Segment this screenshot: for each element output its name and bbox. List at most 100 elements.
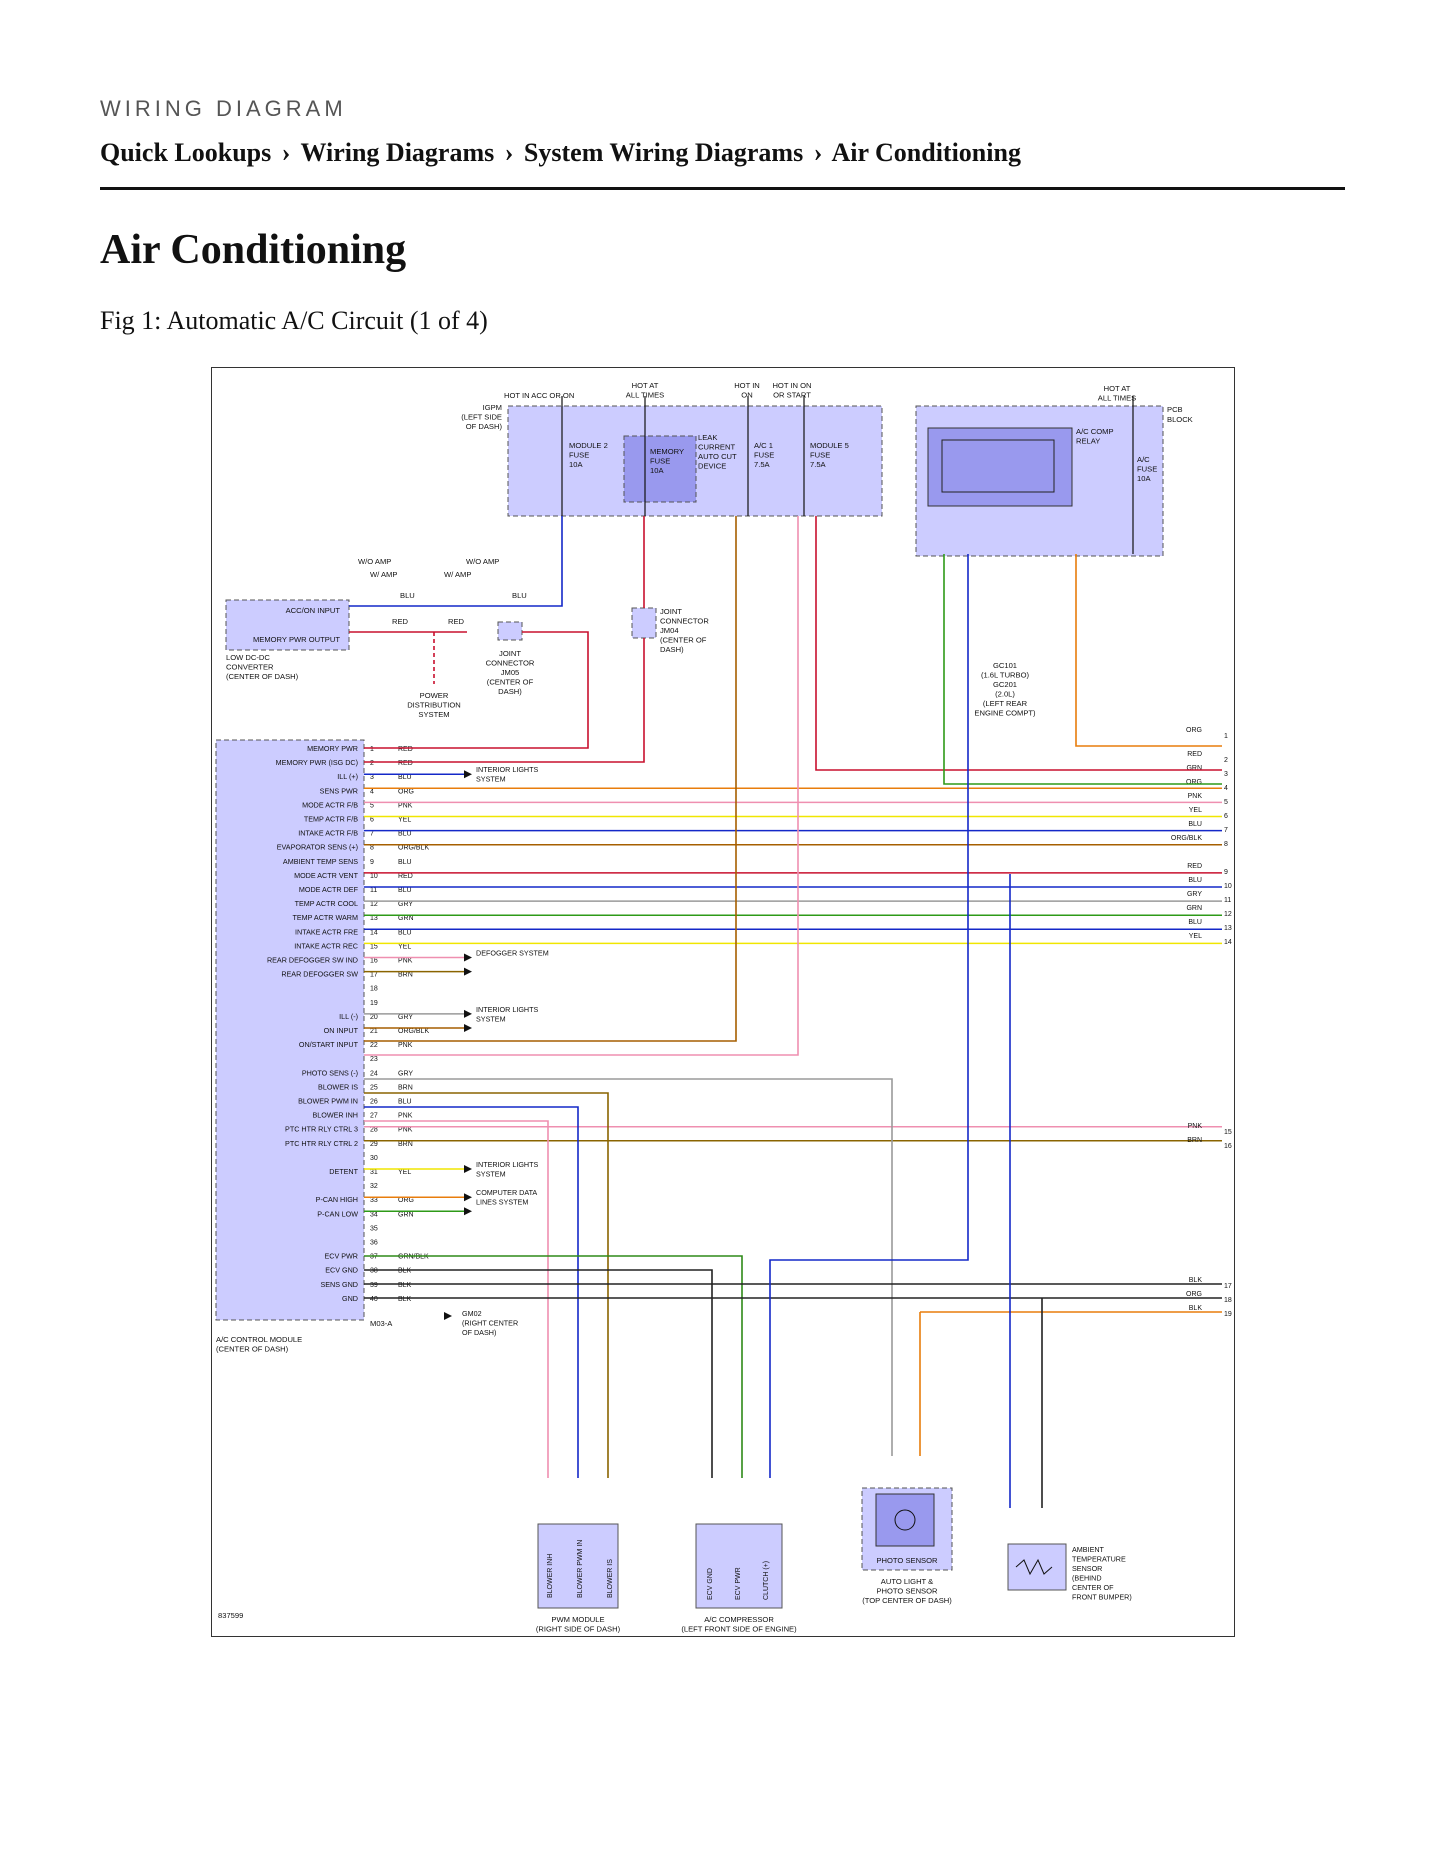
breadcrumb-item-quick-lookups[interactable]: Quick Lookups (100, 138, 272, 167)
wire-label: PNK (398, 802, 413, 809)
wire-label: GRN/BLK (398, 1254, 429, 1261)
wire-label: PNK (398, 1127, 413, 1134)
pwm-pin-label: BLOWER PWM IN (577, 1540, 584, 1598)
pin-label: REAR DEFOGGER SW IND (267, 956, 358, 965)
pin-number: 10 (370, 873, 378, 880)
pin-label: SENS PWR (320, 786, 358, 795)
system-ref-label: SYSTEM (476, 1170, 506, 1179)
joint-connector-jm04 (631, 607, 657, 639)
breadcrumb-item-wiring-diagrams[interactable]: Wiring Diagrams (300, 138, 495, 167)
jm04-label: CONNECTOR (660, 617, 709, 626)
right-ref-color: BLU (1188, 919, 1202, 926)
photo-diode-icon (894, 1509, 916, 1531)
wire-red-module5 (815, 516, 1222, 771)
pin-label: MEMORY PWR (307, 744, 358, 753)
wire-label: ORG/BLK (398, 1028, 429, 1035)
pin-number: 38 (370, 1268, 378, 1275)
breadcrumb-item-air-conditioning[interactable]: Air Conditioning (831, 138, 1021, 167)
pin-label: TEMP ACTR F/B (304, 815, 358, 824)
pin-label: PTC HTR RLY CTRL 2 (285, 1139, 358, 1148)
supply-label: ALL TIMES (626, 391, 664, 400)
amp-label: W/O AMP (466, 557, 499, 566)
converter-label: LOW DC-DC (226, 653, 270, 662)
wire-label: YEL (398, 943, 411, 950)
wire-blu-blower-pwm (364, 1106, 579, 1478)
pin-number: 16 (370, 958, 378, 965)
right-ref-number: 11 (1224, 897, 1231, 904)
pin-number: 30 (370, 1155, 378, 1162)
right-ref-number: 4 (1224, 785, 1228, 792)
system-ref-label: INTERIOR LIGHTS (476, 765, 539, 774)
pin-label: EVAPORATOR SENS (+) (277, 843, 358, 852)
fuse-label: FUSE (754, 451, 774, 460)
converter-pin-label: ACC/ON INPUT (286, 606, 341, 615)
gm02-label: (RIGHT CENTER (462, 1319, 518, 1328)
amp-label: W/ AMP (370, 570, 397, 579)
wire-label: BLU (398, 774, 412, 781)
breadcrumb-separator: › (813, 138, 823, 167)
right-ref-color: RED (1187, 751, 1202, 758)
breadcrumb-item-system-wiring[interactable]: System Wiring Diagrams (523, 138, 804, 167)
photo-label: AUTO LIGHT & (881, 1577, 933, 1586)
ambient-label: FRONT BUMPER) (1072, 1593, 1132, 1602)
fuse-label: A/C (1137, 455, 1150, 464)
pin-number: 4 (370, 788, 374, 795)
supply-label: HOT IN (734, 381, 760, 390)
relay-coil-frame (941, 439, 1055, 493)
right-ref-number: 9 (1224, 869, 1228, 876)
right-ref-color: PNK (1188, 1123, 1203, 1130)
jm04-label: (CENTER OF (660, 636, 707, 645)
pin-label: ECV PWR (324, 1252, 358, 1261)
right-ref-color: ORG (1186, 727, 1202, 734)
fuse-label: MEMORY (650, 447, 684, 456)
arrow-icon (464, 1009, 472, 1018)
arrow-icon (464, 770, 472, 779)
pwm-pin-label: BLOWER IS (607, 1559, 614, 1598)
pin-label: BLOWER INH (312, 1111, 358, 1120)
igpm-label: (LEFT SIDE (461, 413, 502, 422)
wire-label: PNK (398, 958, 413, 965)
right-ref-number: 1 (1224, 733, 1228, 740)
pin-label: TEMP ACTR WARM (293, 913, 359, 922)
right-ref-color: PNK (1188, 793, 1203, 800)
ground-label: ENGINE COMPT) (974, 709, 1036, 718)
right-ref-color: YEL (1189, 807, 1202, 814)
right-ref-number: 7 (1224, 827, 1228, 834)
ground-label: (2.0L) (995, 690, 1015, 699)
relay-label: RELAY (1076, 437, 1100, 446)
wire-org-acfuse (1075, 554, 1222, 747)
wire-label: PNK (398, 1042, 413, 1049)
module-label: (CENTER OF DASH) (216, 1345, 289, 1354)
fuse-label: LEAK (698, 433, 717, 442)
right-ref-color: BLK (1189, 1277, 1203, 1284)
figure-id: 837599 (218, 1611, 243, 1620)
wire-label: BLK (398, 1296, 412, 1303)
pwm-module-label: PWM MODULE (551, 1615, 604, 1624)
pin-label: ILL (-) (339, 1012, 358, 1021)
system-ref-label: SYSTEM (476, 775, 506, 784)
wire-pnk-blower-inh (364, 1120, 549, 1478)
fuse-label: 10A (569, 460, 583, 469)
jm05-label: (CENTER OF (487, 678, 534, 687)
wire-orgblk-on (364, 516, 737, 1042)
pin-number: 32 (370, 1183, 378, 1190)
pin-number: 6 (370, 817, 374, 824)
power-dist-label: SYSTEM (418, 710, 449, 719)
pin-label: BLOWER PWM IN (298, 1097, 358, 1106)
jm05-label: DASH) (498, 687, 522, 696)
pin-number: 9 (370, 859, 374, 866)
right-ref-color: GRN (1186, 905, 1202, 912)
pin-number: 39 (370, 1282, 378, 1289)
page-title: Air Conditioning (100, 227, 407, 273)
power-dist-label: POWER (420, 691, 449, 700)
arrow-icon (464, 967, 472, 976)
supply-label: HOT AT (632, 381, 659, 390)
wire-pnk-on-start (364, 516, 799, 1056)
wire-label: BLU (398, 1099, 412, 1106)
pin-number: 31 (370, 1169, 378, 1176)
photo-sensor-label: PHOTO SENSOR (876, 1556, 938, 1565)
pin-number: 20 (370, 1014, 378, 1021)
wire-blk-ecv-gnd (364, 1269, 713, 1478)
fuse-label: CURRENT (698, 443, 735, 452)
